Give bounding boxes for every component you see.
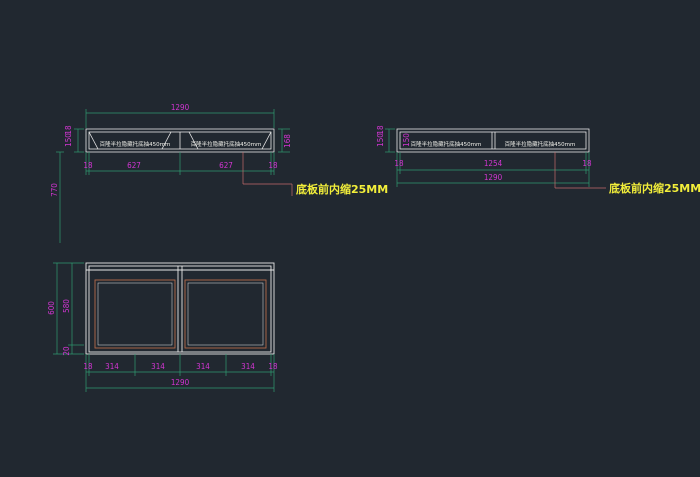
- door-panels: [94, 279, 267, 349]
- dim-side-left: 18: [83, 161, 93, 170]
- drawer-label-left-1: 百隆半拉隐藏托底抽450mm: [100, 140, 171, 148]
- dim-line-top-left: [85, 109, 275, 128]
- cabinet-box-left: [85, 128, 275, 153]
- dim-line-bottom-right: [396, 152, 590, 187]
- dim-line-right-depth: [278, 128, 290, 153]
- door-outline: [85, 262, 275, 355]
- note-leader-left: [242, 152, 293, 196]
- dim-line-bottom-left: [85, 152, 275, 175]
- dim-line-right-vertical: [385, 128, 395, 153]
- dim-height-b-right: 18: [376, 125, 385, 135]
- drawer-label-right-2: 百隆半拉隐藏托底抽450mm: [505, 140, 576, 148]
- front-view-left: 1290 百隆半拉隐藏托底抽450mm 百隆半拉隐藏托底抽450mm 150 1…: [50, 103, 388, 243]
- dim-side-text-right: 150: [402, 133, 411, 147]
- door-view: 600 580 20 18 314 314 314 314 18 1290: [47, 262, 278, 392]
- dim-door-d6: 18: [268, 362, 278, 371]
- dim-depth: 168: [283, 134, 292, 148]
- dim-door-height: 580: [62, 299, 71, 313]
- dim-height-a: 150: [64, 133, 73, 147]
- dim-door-height-total: 600: [47, 301, 56, 315]
- dim-span-right-view: 1254: [484, 159, 503, 168]
- dim-door-width-total: 1290: [171, 378, 190, 387]
- dim-width-total: 1290: [171, 103, 190, 112]
- drawer-label-right-1: 百隆半拉隐藏托底抽450mm: [411, 140, 482, 148]
- dim-span-right: 627: [219, 161, 233, 170]
- dim-width-total-right: 1290: [484, 173, 503, 182]
- door-panel-insets: [97, 282, 264, 346]
- dim-door-d4: 314: [196, 362, 210, 371]
- dim-height-a-right: 150: [376, 133, 385, 147]
- dim-span-left: 627: [127, 161, 141, 170]
- dim-overall-height: 770: [50, 183, 59, 197]
- dim-door-d3: 314: [151, 362, 165, 371]
- note-leader-right: [554, 152, 606, 189]
- dim-line-left-vertical: [56, 128, 84, 243]
- dim-door-base: 20: [62, 346, 71, 356]
- dim-door-d5: 314: [241, 362, 255, 371]
- dim-side-right: 18: [268, 161, 278, 170]
- dim-line-door-bottom: [85, 354, 275, 392]
- front-view-right: 百隆半拉隐藏托底抽450mm 百隆半拉隐藏托底抽450mm 150 18 150…: [376, 125, 700, 195]
- dim-side-right-right: 18: [582, 159, 592, 168]
- dim-door-d1: 18: [83, 362, 93, 371]
- dim-height-b: 18: [64, 125, 73, 135]
- note-bottom-inset-right: 底板前内缩25MM: [609, 181, 700, 195]
- note-bottom-inset-left: 底板前内缩25MM: [296, 182, 388, 196]
- dim-door-d2: 314: [105, 362, 119, 371]
- cabinet-box-right: [396, 128, 590, 153]
- dim-line-door-vertical: [53, 262, 84, 355]
- dim-side-left-right: 18: [394, 159, 404, 168]
- drawer-label-left-2: 百隆半拉隐藏托底抽450mm: [191, 140, 262, 148]
